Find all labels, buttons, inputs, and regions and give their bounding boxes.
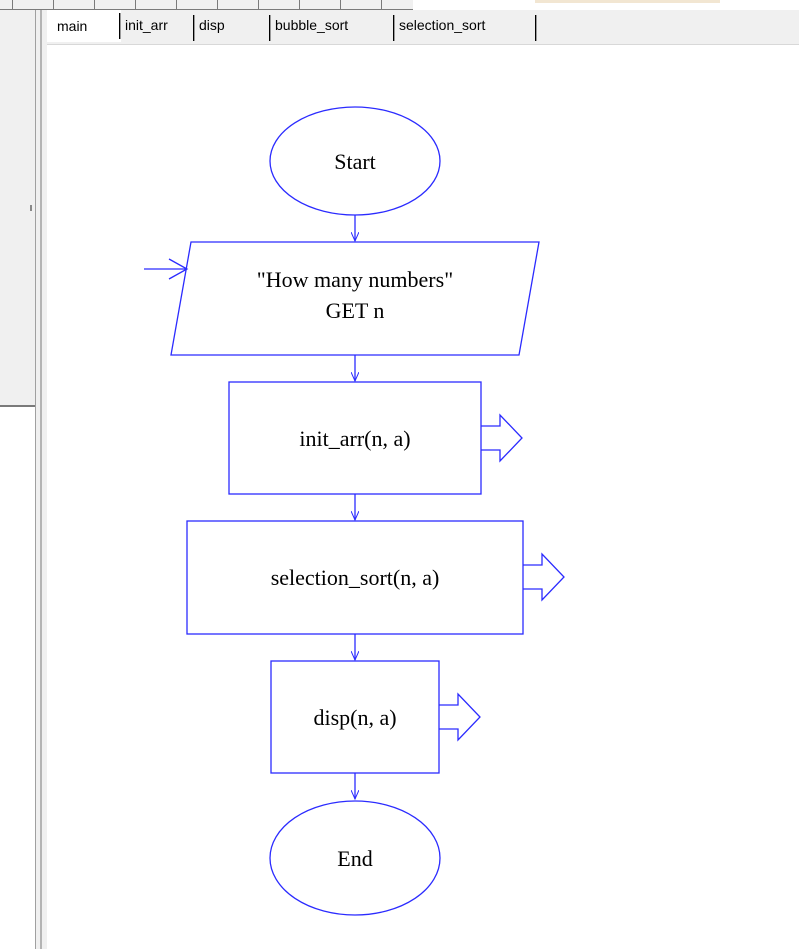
flowchart-diagram: Start "How many numbers" GET n init_arr(… [144,106,565,916]
call-init-arr[interactable]: init_arr(n, a) [228,381,482,495]
toolbar-accent [535,0,720,3]
start-terminal[interactable]: Start [269,106,441,216]
input-symbol[interactable]: "How many numbers" GET n [170,241,540,356]
tab-label: disp [199,17,225,33]
call-arrow-icon [523,552,565,602]
pane-splitter[interactable] [35,10,47,949]
tab-label: selection_sort [399,17,486,33]
call-disp-label: disp(n, a) [313,705,396,730]
end-label: End [337,846,372,871]
panel-marker [30,205,32,211]
tab-disp[interactable]: disp [195,12,271,41]
call-init-arr-label: init_arr(n, a) [299,426,410,451]
input-prompt-label: "How many numbers" [257,267,453,292]
subchart-tabs: main init_arr disp bubble_sort selection… [47,10,799,45]
flowchart-canvas[interactable]: Start "How many numbers" GET n init_arr(… [47,45,799,949]
tab-label: init_arr [125,17,168,33]
tab-main[interactable]: main [47,10,121,42]
tab-bubble-sort[interactable]: bubble_sort [271,12,395,41]
toolbar-strip [0,0,413,10]
call-disp[interactable]: disp(n, a) [270,660,440,774]
entry-arrow-icon [144,258,189,280]
start-label: Start [334,149,376,174]
call-selection-sort-label: selection_sort(n, a) [271,565,440,590]
tab-init-arr[interactable]: init_arr [121,12,195,41]
call-arrow-icon [481,413,523,463]
tab-label: bubble_sort [275,17,349,33]
call-selection-sort[interactable]: selection_sort(n, a) [186,520,524,635]
input-variable-label: GET n [326,298,385,323]
symbols-panel [0,10,35,407]
end-terminal[interactable]: End [269,800,441,916]
tab-selection-sort[interactable]: selection_sort [395,12,537,41]
call-arrow-icon [439,692,481,742]
variables-panel [0,407,35,949]
tab-label: main [57,18,88,34]
